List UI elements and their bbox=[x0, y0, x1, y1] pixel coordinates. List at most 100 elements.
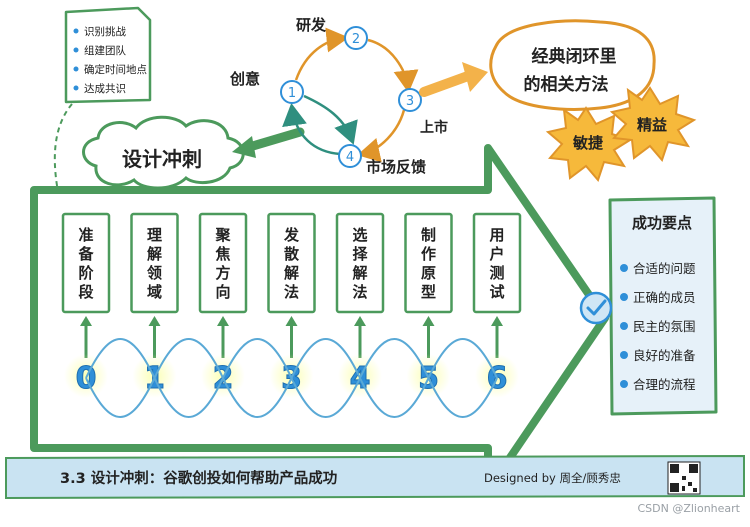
wave-loop bbox=[290, 338, 361, 418]
cycle-node-3-label: 3 bbox=[406, 94, 414, 109]
stage-label-char: 阶 bbox=[78, 264, 94, 282]
stage-label-char: 向 bbox=[215, 283, 230, 301]
stage-up-arrowhead bbox=[285, 316, 298, 326]
stage-label-char: 理 bbox=[147, 226, 162, 244]
cycle-arrow-4-1 bbox=[282, 103, 341, 156]
success-bullet bbox=[620, 351, 628, 359]
burst-agile-label: 敏捷 bbox=[572, 134, 604, 152]
stage-card bbox=[61, 212, 111, 314]
bullet-dot bbox=[73, 85, 79, 91]
cycle-arrow-3-4 bbox=[357, 109, 406, 163]
footer-banner: 3.3 设计冲刺：谷歌创投如何帮助产品成功 Designed by 周全/顾秀忠 bbox=[5, 454, 745, 500]
burst-lean: 精益 bbox=[609, 86, 697, 162]
stage-label-char: 方 bbox=[215, 264, 230, 282]
wave-loop bbox=[359, 338, 430, 418]
bullet-dot bbox=[73, 66, 79, 72]
success-bullet bbox=[620, 322, 628, 330]
stage-label-char: 原 bbox=[421, 264, 436, 282]
stage-label-char: 聚 bbox=[214, 226, 231, 244]
stage-label-char: 焦 bbox=[214, 245, 230, 263]
note-card-bullets bbox=[73, 28, 79, 91]
stage-label-char: 择 bbox=[352, 245, 368, 263]
cycle-node-2-label: 2 bbox=[352, 32, 360, 47]
stage-label-char: 散 bbox=[284, 245, 300, 263]
stage-label-char: 法 bbox=[284, 283, 299, 301]
closed-loop-text-1: 经典闭环里 bbox=[532, 46, 617, 67]
dashed-connector-arrow bbox=[48, 103, 73, 214]
success-item-5: 合理的流程 bbox=[633, 377, 696, 392]
cycle-label-feedback: 市场反馈 bbox=[366, 158, 426, 176]
success-item-3: 民主的氛围 bbox=[633, 319, 696, 334]
cycle-label-creativity: 创意 bbox=[229, 70, 260, 88]
stage-label-char: 发 bbox=[283, 226, 300, 244]
note-item-4: 达成共识 bbox=[84, 83, 126, 95]
success-item-1: 合适的问题 bbox=[633, 261, 696, 276]
footer-title: 3.3 设计冲刺：谷歌创投如何帮助产品成功 bbox=[60, 469, 337, 487]
cycle-label-rnd: 研发 bbox=[296, 16, 327, 34]
success-item-2: 正确的成员 bbox=[633, 290, 696, 305]
closed-loop-text-2: 的相关方法 bbox=[524, 74, 609, 95]
stage-label-char: 作 bbox=[421, 245, 436, 263]
sprint-cloud: 设计冲刺 bbox=[82, 115, 245, 190]
stage-label-char: 选 bbox=[352, 226, 367, 244]
loop-pointer-arrow bbox=[419, 71, 473, 97]
stage-up-arrowhead bbox=[422, 316, 435, 326]
cycle-node-1 bbox=[280, 80, 304, 104]
stage-label-char: 型 bbox=[421, 283, 436, 301]
cycle-node-4-label: 4 bbox=[346, 150, 354, 165]
stage-label-char: 制 bbox=[421, 226, 436, 244]
success-panel-title: 成功要点 bbox=[632, 214, 692, 232]
cycle-node-3 bbox=[398, 88, 422, 112]
bullet-dot bbox=[73, 47, 79, 53]
success-item-4: 良好的准备 bbox=[633, 348, 696, 363]
stage-label-char: 试 bbox=[489, 283, 504, 301]
stage-label-char: 准 bbox=[78, 226, 93, 244]
bullet-dot bbox=[73, 28, 79, 34]
note-item-2: 组建团队 bbox=[84, 44, 126, 57]
footer-credit: Designed by 周全/顾秀忠 bbox=[484, 471, 621, 485]
stage-up-arrowhead bbox=[217, 316, 229, 326]
cloud-pointer-arrow bbox=[241, 127, 305, 153]
cycle-node-2 bbox=[344, 26, 368, 50]
stage-label-char: 领 bbox=[146, 264, 162, 282]
stage-up-arrowhead bbox=[148, 316, 161, 326]
cycle-arrow-1-2 bbox=[294, 27, 349, 81]
stage-label-char: 解 bbox=[352, 264, 367, 282]
stage-label-char: 测 bbox=[489, 264, 504, 282]
success-bullet bbox=[620, 264, 628, 272]
stage-label-char: 法 bbox=[352, 283, 367, 301]
cycle-arrow-2-3 bbox=[367, 38, 419, 93]
cycle-arrow-1-4 bbox=[303, 94, 358, 145]
big-process-arrow bbox=[30, 144, 609, 494]
stage-card bbox=[198, 212, 248, 314]
wave-loop bbox=[85, 338, 156, 418]
burst-lean-label: 精益 bbox=[637, 116, 667, 134]
stage-label-char: 用 bbox=[489, 226, 504, 244]
burst-agile: 敏捷 bbox=[545, 106, 633, 182]
stage-card bbox=[267, 212, 316, 314]
check-circle-icon bbox=[579, 291, 613, 325]
stage-wave-loops bbox=[85, 338, 498, 418]
wave-loop bbox=[153, 338, 224, 418]
stage-up-arrowhead bbox=[491, 316, 503, 326]
sprint-cloud-label: 设计冲刺 bbox=[122, 147, 202, 171]
watermark: CSDN @Zlionheart bbox=[637, 502, 740, 515]
stage-label-char: 户 bbox=[489, 245, 504, 263]
stage-label-char: 段 bbox=[78, 283, 93, 301]
success-bullet bbox=[620, 293, 628, 301]
cycle-label-launch: 上市 bbox=[420, 119, 448, 136]
cycle-node-1-label: 1 bbox=[288, 86, 296, 101]
stage-card bbox=[472, 212, 522, 314]
qr-code-icon bbox=[667, 461, 701, 495]
stage-card bbox=[335, 212, 385, 314]
stage-label-char: 解 bbox=[284, 264, 299, 282]
stage-label-char: 域 bbox=[147, 283, 162, 301]
